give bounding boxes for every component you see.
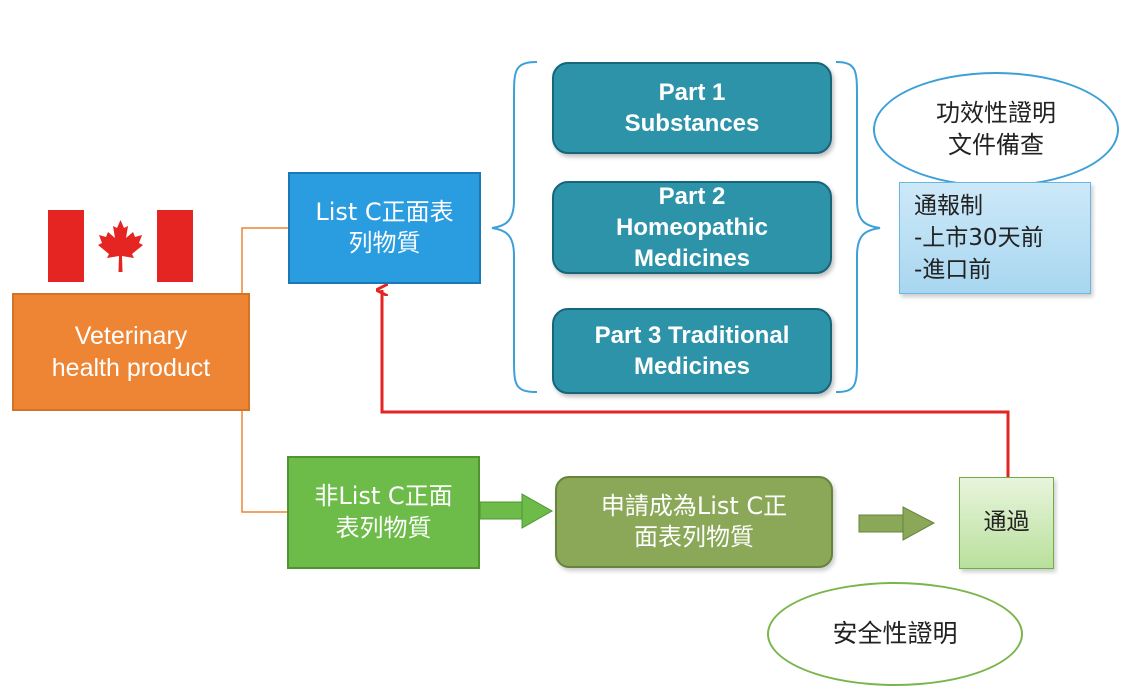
- part3-line-1: Part 3 Traditional: [594, 321, 790, 349]
- part3-box: Part 3 Traditional Medicines: [552, 308, 832, 394]
- part2-box: Part 2 Homeopathic Medicines: [552, 181, 832, 274]
- safety-proof-ellipse: 安全性證明: [767, 582, 1023, 686]
- part1-box: Part 1 Substances: [552, 62, 832, 154]
- red-return-arrow: [382, 290, 1010, 477]
- nonlist-line-2: 表列物質: [335, 513, 432, 542]
- safety-label: 安全性證明: [832, 618, 958, 648]
- list-c-line-2: 列物質: [348, 229, 421, 257]
- pass-box: 通過: [959, 477, 1054, 569]
- pass-label: 通過: [983, 509, 1030, 536]
- left-brace: [491, 61, 538, 393]
- apply-list-c-box: 申請成為List C正 面表列物質: [555, 476, 833, 568]
- part2-line-2: Homeopathic: [615, 213, 768, 241]
- efficacy-line-1: 功效性證明: [936, 99, 1056, 128]
- vet-line-1: Veterinary: [74, 321, 188, 350]
- notify-line-3: -進口前: [914, 257, 992, 284]
- olive-arrow-to-pass: [858, 506, 936, 541]
- non-list-c-box: 非List C正面 表列物質: [287, 456, 480, 569]
- canada-flag-icon: [48, 210, 193, 282]
- list-c-line-1: List C正面表: [315, 197, 454, 226]
- connector-vet-to-listc: [241, 227, 288, 293]
- notify-line-1: 通報制: [914, 192, 983, 219]
- veterinary-health-product-box: Veterinary health product: [12, 293, 250, 411]
- part2-line-3: Medicines: [633, 245, 751, 273]
- part3-line-2: Medicines: [633, 353, 751, 380]
- apply-line-2: 面表列物質: [634, 523, 754, 551]
- apply-line-1: 申請成為List C正: [600, 491, 788, 520]
- nonlist-line-1: 非List C正面: [314, 482, 453, 511]
- vet-line-2: health product: [51, 354, 211, 382]
- efficacy-proof-ellipse: 功效性證明 文件備查: [873, 72, 1119, 187]
- right-brace: [835, 61, 881, 393]
- part1-line-1: Part 1: [658, 78, 726, 106]
- notification-box: 通報制 -上市30天前 -進口前: [899, 182, 1091, 294]
- notify-line-2: -上市30天前: [914, 224, 1044, 251]
- green-arrow-to-apply: [479, 493, 554, 529]
- connector-vet-to-nonlist: [241, 411, 287, 513]
- part1-line-2: Substances: [624, 110, 760, 137]
- efficacy-line-2: 文件備查: [948, 130, 1044, 159]
- part2-line-1: Part 2: [658, 182, 726, 210]
- list-c-box: List C正面表 列物質: [288, 172, 481, 284]
